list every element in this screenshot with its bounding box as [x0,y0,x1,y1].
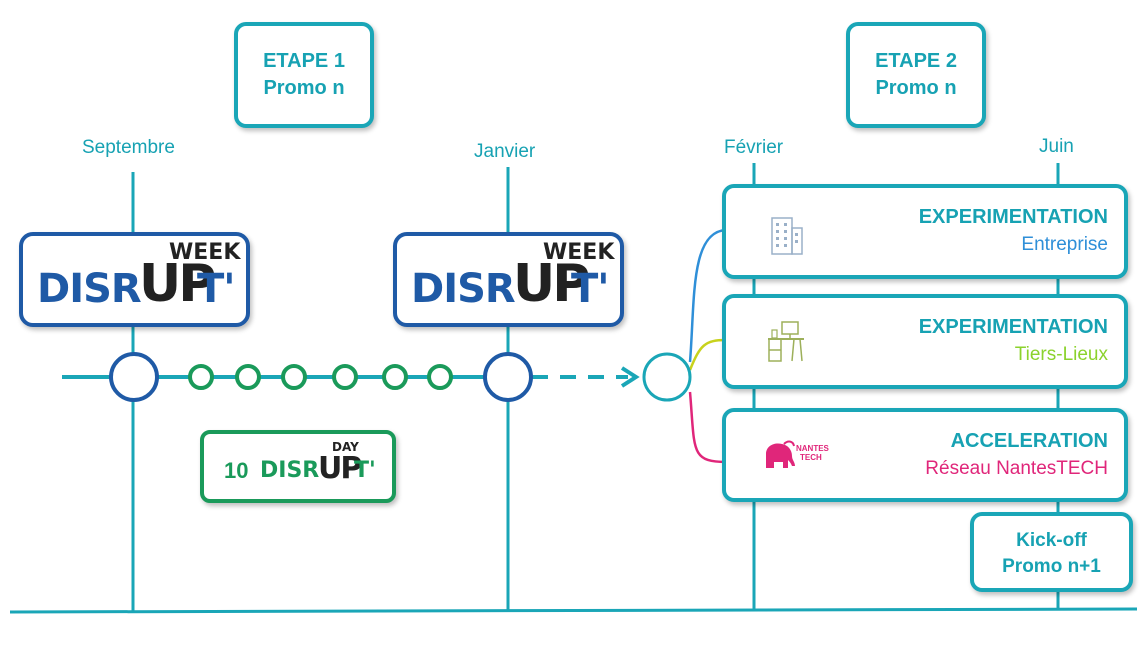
logo-up-text: UP [513,254,590,314]
logo-up-text: UP [139,254,216,314]
card-1-title: EXPERIMENTATION [918,206,1108,228]
connector-tiers-lieux [688,338,727,371]
disrupt-day-circle [382,364,408,390]
card-experimentation-entreprise: EXPERIMENTATION Entreprise [722,184,1128,279]
etape-2-box: ETAPE 2 Promo n [846,22,986,128]
month-septembre: Septembre [82,137,175,158]
arrow-head [620,366,640,388]
kickoff-box: Kick-off Promo n+1 [970,512,1133,592]
disrupt-day-circle [281,364,307,390]
disrupt-day-circle [427,364,453,390]
building-icon [771,217,803,255]
month-juin: Juin [1039,136,1074,157]
kickoff-title: Kick-off [1016,530,1087,551]
disrupt-day-circle [332,364,358,390]
card-experimentation-tiers-lieux: EXPERIMENTATION Tiers-Lieux [722,294,1128,389]
day-t-text: T' [354,458,376,483]
day-count: 10 [224,458,249,483]
bottom-axis-line [9,607,1138,614]
day-disr-text: DISR [260,458,320,483]
logo-t-text: T' [571,266,610,312]
month-fevrier: Février [724,137,784,158]
kickoff-promo: Promo n+1 [1002,556,1101,577]
connector-reseau [688,391,727,464]
logo-week-text: WEEK [543,240,615,265]
janvier-milestone-circle [483,352,533,402]
card-1-subtitle: Entreprise [1021,234,1108,255]
card-3-subtitle: Réseau NantesTECH [925,458,1108,479]
etape-2-title: ETAPE 2 [875,50,957,72]
logo-t-text: T' [197,266,236,312]
card-acceleration-reseau: NANTES TECH ACCELERATION Réseau NantesTE… [722,408,1128,502]
disrupt-week-logo-2: DISR UP T' WEEK [393,232,624,327]
septembre-milestone-circle [109,352,159,402]
disrupt-week-logo-1: DISR UP T' WEEK [19,232,250,327]
etape-2-promo: Promo n [875,77,957,99]
card-3-title: ACCELERATION [950,430,1108,452]
etape-1-box: ETAPE 1 Promo n [234,22,374,128]
nantes-tech-logo-bottom: TECH [800,453,822,462]
month-janvier: Janvier [474,141,536,162]
logo-disr-text: DISR [37,266,142,312]
connector-entreprise [688,228,727,363]
nantes-tech-logo-top: NANTES [796,444,829,453]
card-2-subtitle: Tiers-Lieux [1014,344,1108,365]
logo-week-text: WEEK [169,240,241,265]
nantes-tech-elephant-icon [766,440,795,468]
card-2-title: EXPERIMENTATION [918,316,1108,338]
disrupt-day-circle [188,364,214,390]
desk-icon [768,321,804,362]
disrupt-day-logo: 10 DISR UP T' DAY [200,430,396,503]
etape-1-promo: Promo n [263,77,345,99]
day-day-text: DAY [332,440,359,454]
nantes-tech-mini-logo: NANTES TECH [796,444,829,462]
logo-disr-text: DISR [411,266,516,312]
disrupt-day-circle [235,364,261,390]
etape-1-title: ETAPE 1 [263,50,345,72]
fevrier-milestone-circle [642,352,692,402]
day-up-text: UP [318,451,362,486]
